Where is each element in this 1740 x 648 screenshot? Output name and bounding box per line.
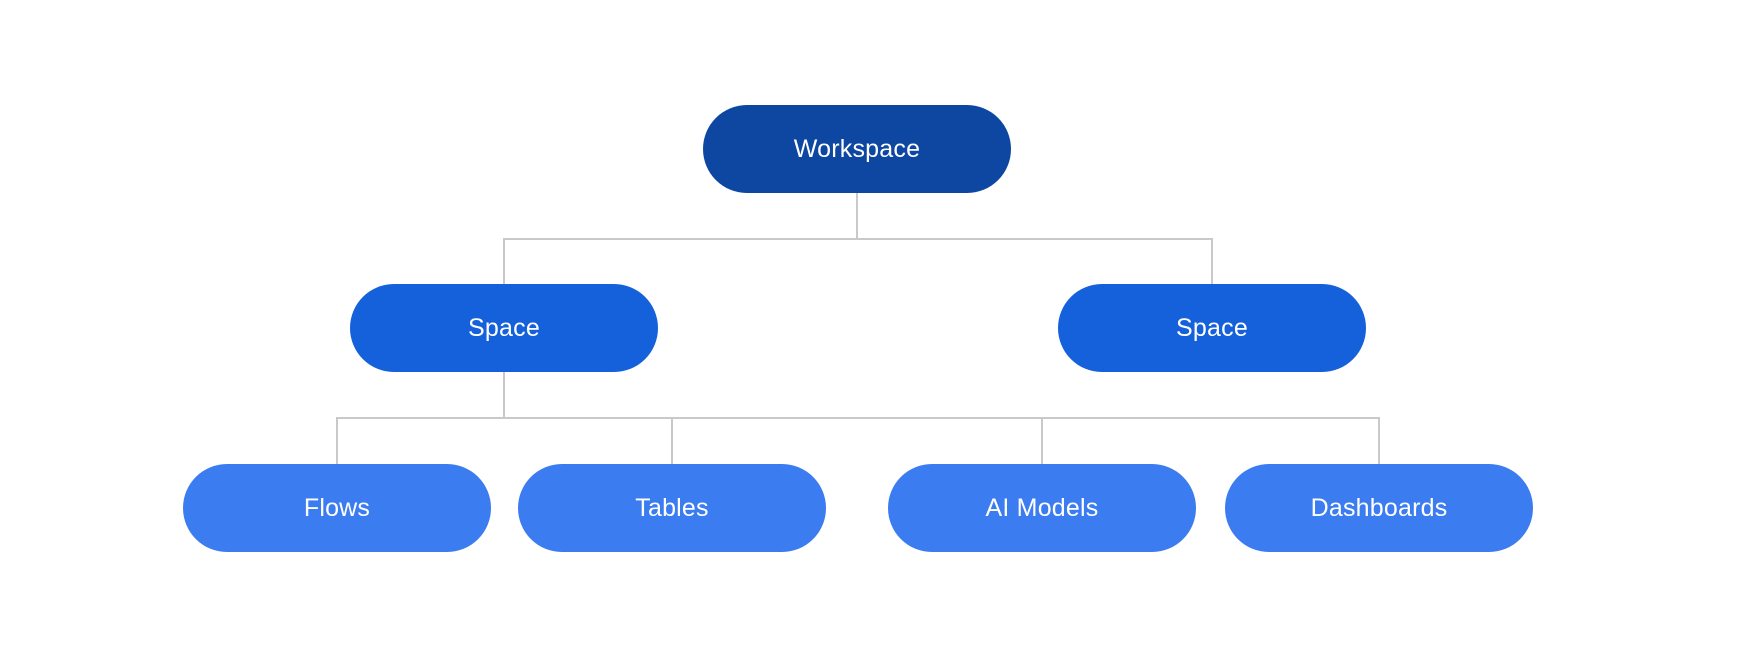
node-tables: Tables xyxy=(518,464,826,552)
node-workspace: Workspace xyxy=(703,105,1011,193)
node-dashboards: Dashboards xyxy=(1225,464,1533,552)
node-tables-label: Tables xyxy=(635,493,709,522)
node-space-left: Space xyxy=(350,284,658,372)
connector-level1-horizontal xyxy=(503,238,1213,240)
connector-to-ai-models xyxy=(1041,417,1043,464)
node-flows: Flows xyxy=(183,464,491,552)
connector-to-flows xyxy=(336,417,338,464)
node-space-right: Space xyxy=(1058,284,1366,372)
connector-level2-horizontal xyxy=(336,417,1380,419)
node-ai-models-label: AI Models xyxy=(985,493,1099,522)
connector-space-left-down xyxy=(503,372,505,419)
node-flows-label: Flows xyxy=(303,493,371,522)
node-dashboards-label: Dashboards xyxy=(1310,493,1448,522)
connector-to-tables xyxy=(671,417,673,464)
connector-to-dashboards xyxy=(1378,417,1380,464)
connector-to-space-right xyxy=(1211,238,1213,284)
node-ai-models: AI Models xyxy=(888,464,1196,552)
node-workspace-label: Workspace xyxy=(793,134,921,163)
node-space-left-label: Space xyxy=(468,313,540,342)
connector-to-space-left xyxy=(503,238,505,284)
connector-workspace-down xyxy=(856,193,858,240)
node-space-right-label: Space xyxy=(1176,313,1248,342)
